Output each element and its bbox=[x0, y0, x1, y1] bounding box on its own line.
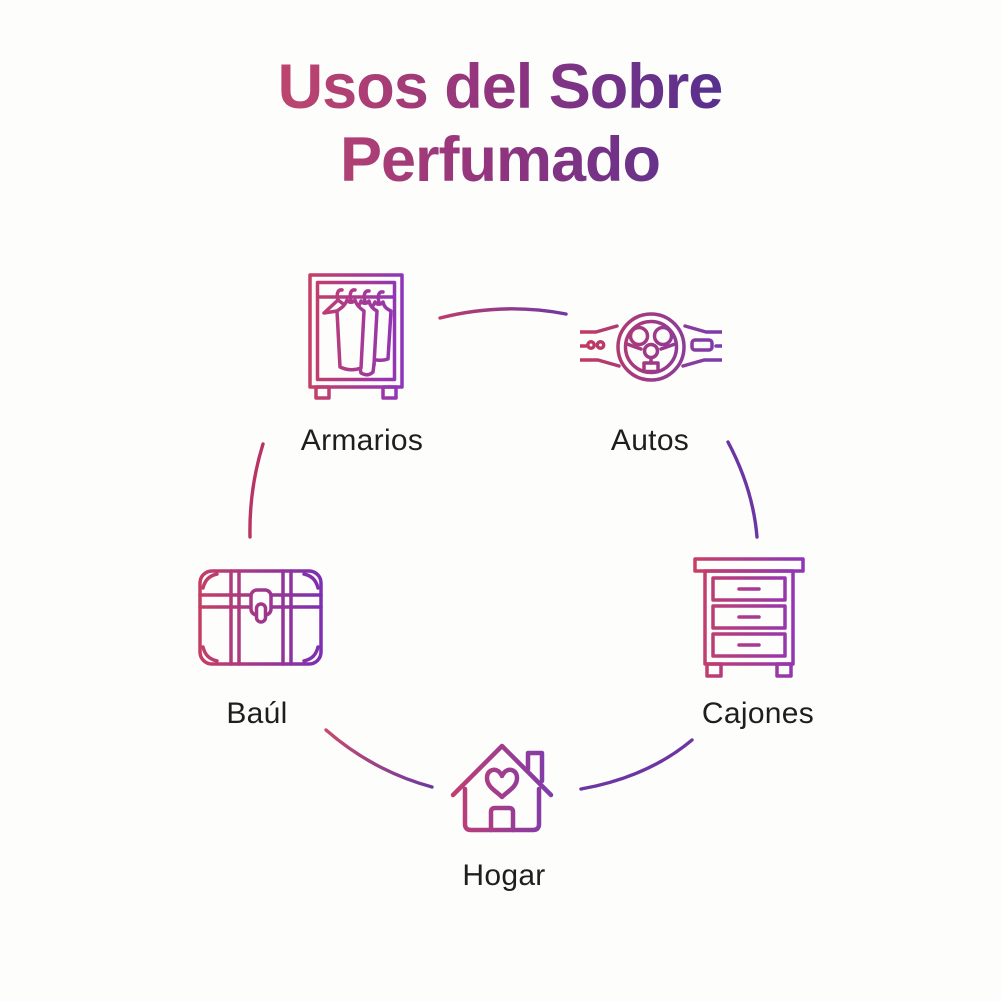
house-heart-icon bbox=[450, 743, 554, 833]
item-label-baul: Baúl bbox=[226, 697, 288, 730]
title-line-1: Usos del Sobre bbox=[278, 52, 723, 122]
item-label-armarios: Armarios bbox=[300, 424, 424, 457]
arc-armarios-autos bbox=[438, 307, 568, 320]
page-title: Usos del Sobre Perfumado bbox=[278, 52, 724, 195]
item-label-autos: Autos bbox=[610, 424, 690, 457]
title-line-2: Perfumado bbox=[340, 125, 660, 195]
arc-cajones-hogar bbox=[579, 738, 694, 791]
wardrobe-icon bbox=[308, 273, 404, 400]
steering-wheel-icon bbox=[580, 312, 722, 382]
arc-autos-cajones bbox=[726, 440, 759, 539]
item-label-hogar: Hogar bbox=[462, 859, 546, 892]
trunk-icon bbox=[198, 569, 323, 666]
chest-of-drawers-icon bbox=[693, 557, 805, 678]
item-label-cajones: Cajones bbox=[701, 697, 815, 730]
arc-armarios-baul bbox=[248, 442, 265, 539]
arc-baul-hogar bbox=[324, 728, 434, 789]
